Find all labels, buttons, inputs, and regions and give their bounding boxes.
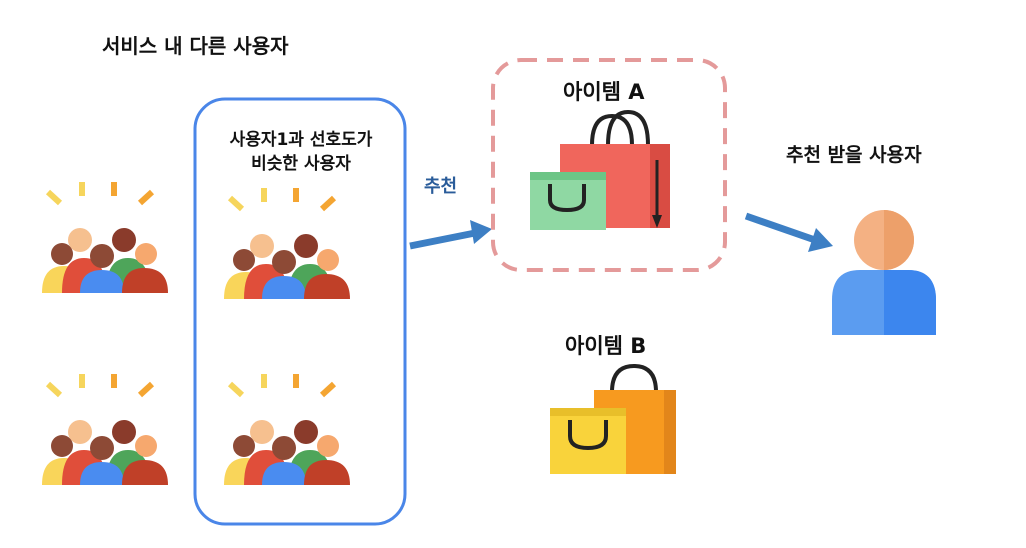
similar-users-label-line1: 사용자1과 선호도가 [229,130,373,150]
user-group-icon [224,188,350,299]
user-group-icon [224,374,350,485]
user-group-icon [42,182,168,293]
arrow-icon [744,212,833,252]
item-a-label: 아이템 A [563,80,645,104]
similar-users-box [193,97,407,526]
target-user-label: 추천 받을 사용자 [786,144,922,166]
item-a-box [491,58,727,272]
item-b-label: 아이템 B [565,334,647,358]
other-users-title: 서비스 내 다른 사용자 [102,34,289,58]
shopping-bags-icon [550,363,676,474]
similar-users-label-line2: 비슷한 사용자 [251,154,351,174]
user-group-icon [42,374,168,485]
arrow-icon [409,220,492,250]
user-icon [832,210,936,335]
shopping-bags-icon [530,109,670,230]
similar-users-label: 사용자1과 선호도가 비슷한 사용자 [196,128,406,176]
recommend-label: 추천 [424,176,458,197]
